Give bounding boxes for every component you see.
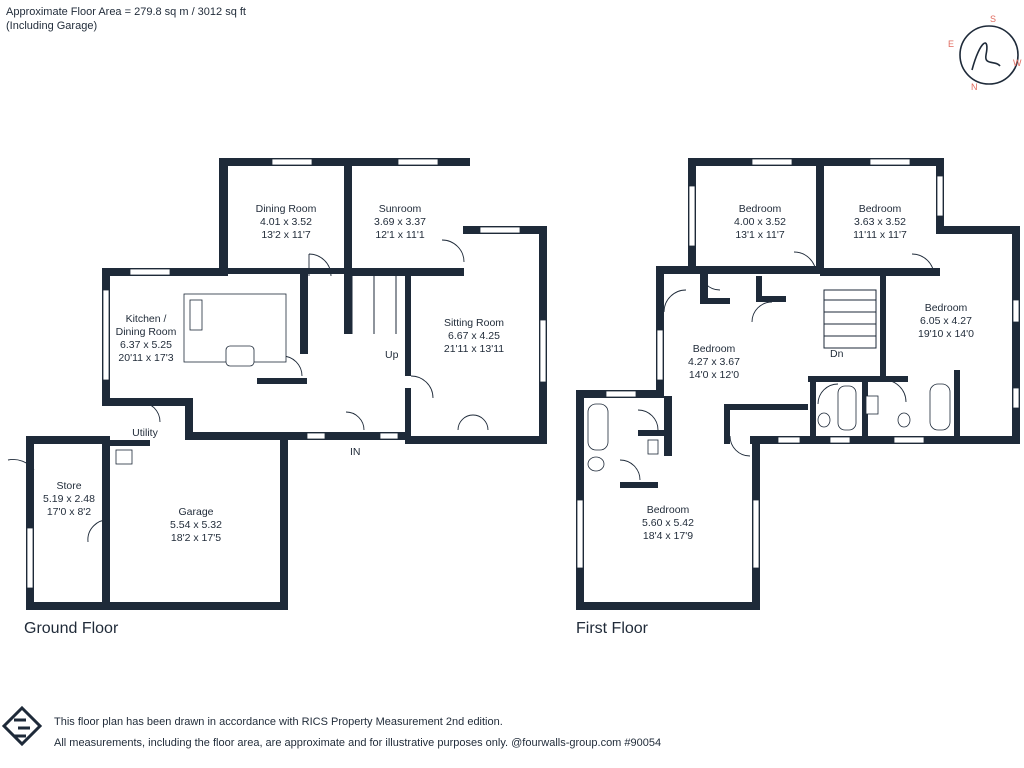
room-label-kitchen: Kitchen / Dining Room 6.37 x 5.25 20'11 … (116, 313, 177, 364)
room-label-bedroom-4: Bedroom 4.27 x 3.67 14'0 x 12'0 (688, 343, 740, 381)
svg-text:4.01 x 3.52: 4.01 x 3.52 (260, 216, 312, 228)
svg-text:Sunroom: Sunroom (379, 203, 422, 215)
svg-text:6.67 x 4.25: 6.67 x 4.25 (448, 330, 500, 342)
svg-text:4.00 x 3.52: 4.00 x 3.52 (734, 216, 786, 228)
svg-text:20'11 x 17'3: 20'11 x 17'3 (118, 352, 173, 364)
svg-text:3.69 x 3.37: 3.69 x 3.37 (374, 216, 426, 228)
compass-south: S (990, 14, 996, 24)
svg-text:6.37 x 5.25: 6.37 x 5.25 (120, 339, 172, 351)
svg-text:13'2 x 11'7: 13'2 x 11'7 (261, 229, 311, 241)
room-label-dining-room: Dining Room 4.01 x 3.52 13'2 x 11'7 (256, 203, 317, 241)
entrance-label: IN (350, 446, 361, 458)
svg-text:6.05 x 4.27: 6.05 x 4.27 (920, 315, 972, 327)
svg-text:Bedroom: Bedroom (693, 343, 736, 355)
svg-text:Kitchen /: Kitchen / (126, 313, 167, 325)
svg-text:Bedroom: Bedroom (739, 203, 782, 215)
room-label-bedroom-5: Bedroom 5.60 x 5.42 18'4 x 17'9 (642, 504, 694, 542)
svg-text:Utility: Utility (132, 427, 158, 439)
floor-area-text: Approximate Floor Area = 279.8 sq m / 30… (6, 6, 246, 18)
svg-text:18'4 x 17'9: 18'4 x 17'9 (643, 530, 693, 542)
svg-text:19'10 x 14'0: 19'10 x 14'0 (918, 328, 974, 340)
svg-text:4.27 x 3.67: 4.27 x 3.67 (688, 356, 740, 368)
svg-text:12'1 x 11'1: 12'1 x 11'1 (375, 229, 425, 241)
svg-text:17'0 x 8'2: 17'0 x 8'2 (47, 506, 91, 518)
compass-east: E (948, 39, 954, 49)
footer-disclaimer: All measurements, including the floor ar… (54, 737, 662, 749)
room-label-bedroom-2: Bedroom 3.63 x 3.52 11'11 x 11'7 (853, 203, 907, 241)
svg-text:Bedroom: Bedroom (647, 504, 690, 516)
compass-west: W (1013, 58, 1022, 68)
first-floor-plan (576, 158, 1020, 610)
room-label-bedroom-1: Bedroom 4.00 x 3.52 13'1 x 11'7 (734, 203, 786, 241)
svg-text:5.60 x 5.42: 5.60 x 5.42 (642, 517, 694, 529)
first-floor-title: First Floor (576, 620, 648, 637)
svg-text:3.63 x 3.52: 3.63 x 3.52 (854, 216, 906, 228)
svg-text:Sitting Room: Sitting Room (444, 317, 504, 329)
compass-icon: S E W N (948, 14, 1022, 92)
floor-area-header: Approximate Floor Area = 279.8 sq m / 30… (6, 5, 246, 33)
room-label-sunroom: Sunroom 3.69 x 3.37 12'1 x 11'1 (374, 203, 426, 241)
ground-floor-title: Ground Floor (24, 620, 119, 637)
svg-text:Store: Store (56, 480, 81, 492)
stairs-down-label: Dn (830, 348, 844, 360)
garage-note: (Including Garage) (6, 20, 98, 32)
footer-rics-note: This floor plan has been drawn in accord… (54, 716, 503, 728)
room-label-store: Store 5.19 x 2.48 17'0 x 8'2 (43, 480, 95, 518)
svg-text:Bedroom: Bedroom (859, 203, 902, 215)
svg-text:18'2 x 17'5: 18'2 x 17'5 (171, 532, 221, 544)
room-label-bedroom-3: Bedroom 6.05 x 4.27 19'10 x 14'0 (918, 302, 974, 340)
ground-floor-plan (7, 158, 547, 610)
svg-text:Garage: Garage (178, 506, 213, 518)
svg-text:13'1 x 11'7: 13'1 x 11'7 (735, 229, 785, 241)
stairs-up-label: Up (385, 349, 399, 361)
compass-north: N (971, 82, 978, 92)
svg-text:Dining Room: Dining Room (116, 326, 177, 338)
svg-text:5.19 x 2.48: 5.19 x 2.48 (43, 493, 95, 505)
fourwalls-logo-icon (1, 705, 43, 747)
svg-text:Dining Room: Dining Room (256, 203, 317, 215)
svg-text:Bedroom: Bedroom (925, 302, 968, 314)
svg-text:21'11 x 13'11: 21'11 x 13'11 (444, 343, 504, 355)
room-label-sitting-room: Sitting Room 6.67 x 4.25 21'11 x 13'11 (444, 317, 504, 355)
room-label-utility: Utility (132, 427, 158, 439)
svg-text:11'11 x 11'7: 11'11 x 11'7 (853, 229, 907, 241)
svg-text:5.54 x 5.32: 5.54 x 5.32 (170, 519, 222, 531)
svg-text:14'0 x 12'0: 14'0 x 12'0 (689, 369, 739, 381)
room-label-garage: Garage 5.54 x 5.32 18'2 x 17'5 (170, 506, 222, 544)
